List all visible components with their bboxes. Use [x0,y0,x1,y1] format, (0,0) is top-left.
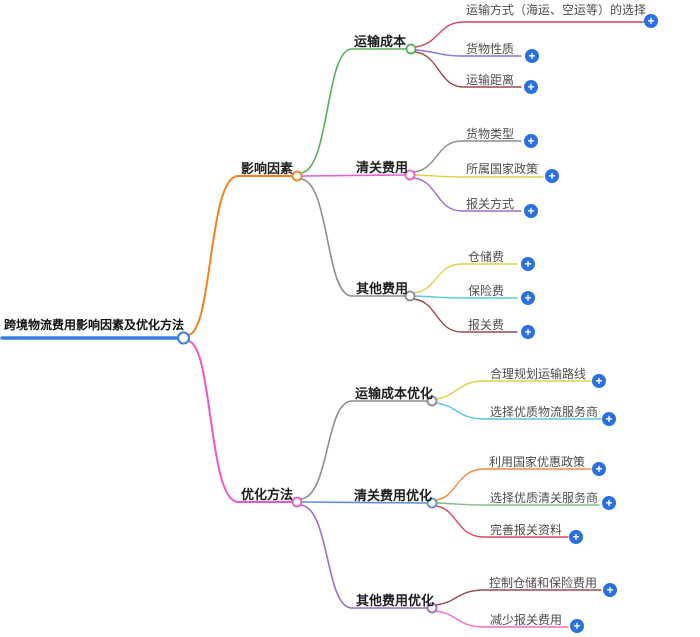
add-child-button-plus-icon[interactable]: + [524,204,538,218]
edge-other-fees [300,178,406,297]
add-child-button-plus-icon[interactable]: + [602,496,616,510]
node-circle-other-fee-optimization[interactable] [426,602,438,614]
edge-control-warehouse-insurance [435,589,602,606]
leaf-choose-logistics-provider[interactable]: 选择优质物流服务商 [490,405,599,419]
leaf-declaration-fee[interactable]: 报关费 [468,318,505,332]
edge-influencing-factors [187,175,293,336]
edge-other-fee-optimization [300,504,428,609]
edge-transport-cost-optimization [300,400,428,500]
add-child-button-plus-icon[interactable]: + [603,583,617,597]
add-child-button-plus-icon[interactable]: + [644,14,658,28]
leaf-cargo-type[interactable]: 货物类型 [466,127,515,141]
leaf-plan-routes[interactable]: 合理规划运输路线 [490,367,587,381]
node-circle-optimization-methods[interactable] [291,496,303,508]
node-circle-influencing-factors[interactable] [291,170,303,182]
leaf-transport-mode-choice[interactable]: 运输方式（海运、空运等）的选择 [466,3,647,17]
leaf-transport-distance[interactable]: 运输距离 [466,73,515,87]
add-child-button-plus-icon[interactable]: + [545,169,559,183]
edge-cargo-type [413,140,522,173]
edge-choose-customs-provider [436,502,600,506]
edge-country-policy [414,174,544,178]
add-child-button-plus-icon[interactable]: + [521,257,535,271]
add-child-button-plus-icon[interactable]: + [592,462,606,476]
add-child-button-plus-icon[interactable]: + [521,325,535,339]
topic-customs-fees[interactable]: 清关费用 [356,160,409,175]
leaf-control-warehouse-insurance[interactable]: 控制仓储和保险费用 [489,576,598,590]
topic-influencing-factors[interactable]: 影响因素 [241,161,294,176]
add-child-button-plus-icon[interactable]: + [602,412,616,426]
edge-transport-distance [414,51,522,88]
add-child-button-plus-icon[interactable]: + [524,80,538,94]
topic-other-fee-optimization[interactable]: 其他费用优化 [356,593,435,608]
topic-optimization-methods[interactable]: 优化方法 [241,487,294,502]
edge-customs-fee-optimization [301,501,428,504]
node-circle-customs-fee-optimization[interactable] [426,497,438,509]
node-circle-other-fees[interactable] [404,290,416,302]
leaf-reduce-declaration-fee[interactable]: 减少报关费用 [490,613,563,627]
edge-plan-routes [435,380,592,400]
leaf-insurance-fee[interactable]: 保险费 [468,284,505,298]
topic-transport-cost-optimization[interactable]: 运输成本优化 [355,386,434,401]
edge-use-preferential-policy [435,468,592,501]
leaf-complete-declaration-docs[interactable]: 完善报关资料 [490,523,563,537]
topic-other-fees[interactable]: 其他费用 [356,281,409,296]
node-circle-transport-cost-optimization[interactable] [426,395,438,407]
root-topic-label[interactable]: 跨境物流费用影响因素及优化方法 [4,318,185,332]
edge-declaration-fee [413,298,518,333]
add-child-button-plus-icon[interactable]: + [592,374,606,388]
edge-warehouse-fee [413,263,518,294]
edge-choose-logistics-provider [435,402,602,420]
add-child-button-plus-icon[interactable]: + [569,530,583,544]
leaf-country-policy[interactable]: 所属国家政策 [466,162,539,176]
node-circle-transport-cost[interactable] [405,43,417,55]
edge-cargo-nature [415,49,522,57]
add-child-button-plus-icon[interactable]: + [525,49,539,63]
edge-complete-declaration-docs [435,505,569,538]
leaf-cargo-nature[interactable]: 货物性质 [466,42,515,56]
leaf-use-preferential-policy[interactable]: 利用国家优惠政策 [489,455,586,469]
leaf-declaration-method[interactable]: 报关方式 [466,197,515,211]
node-circle-customs-fees[interactable] [404,169,416,181]
add-child-button-plus-icon[interactable]: + [524,134,538,148]
add-child-button-plus-icon[interactable]: + [521,291,535,305]
edge-customs-fees [301,174,406,177]
leaf-choose-customs-provider[interactable]: 选择优质清关服务商 [490,491,599,505]
topic-customs-fee-optimization[interactable]: 清关费用优化 [354,488,433,503]
edge-optimization-methods [187,340,292,503]
leaf-warehouse-fee[interactable]: 仓储费 [468,250,505,264]
add-child-button-plus-icon[interactable]: + [570,619,584,633]
root-node-circle[interactable] [177,331,190,345]
edge-transport-mode-choice [414,21,646,48]
edge-reduce-declaration-fee [435,610,569,628]
edge-declaration-method [413,177,522,212]
edge-insurance-fee [414,295,518,299]
edge-transport-cost [300,48,407,174]
topic-transport-cost[interactable]: 运输成本 [354,34,407,49]
